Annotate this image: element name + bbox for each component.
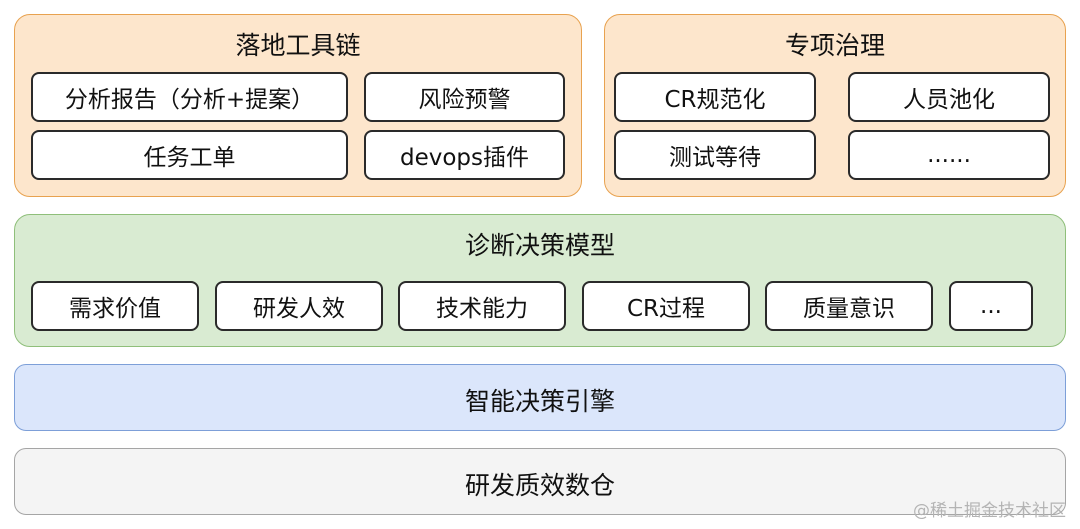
model-item-more: ... [949,281,1033,331]
special-item-test-waiting: 测试等待 [614,130,816,180]
toolchain-panel: 落地工具链 分析报告（分析+提案） 风险预警 任务工单 devops插件 [14,14,582,197]
toolchain-item-task-ticket: 任务工单 [31,130,348,180]
model-item-quality-awareness: 质量意识 [765,281,933,331]
decision-engine-panel: 智能决策引擎 [14,364,1066,431]
toolchain-title: 落地工具链 [235,31,361,60]
model-item-dev-efficiency: 研发人效 [215,281,383,331]
model-item-requirement-value: 需求价值 [31,281,199,331]
toolchain-item-risk-warning: 风险预警 [364,72,565,122]
special-item-cr-standardization: CR规范化 [614,72,816,122]
special-governance-title: 专项治理 [784,31,885,60]
model-item-tech-capability: 技术能力 [398,281,566,331]
diagnosis-model-panel: 诊断决策模型 需求价值 研发人效 技术能力 CR过程 质量意识 ... [14,214,1066,347]
special-governance-panel: 专项治理 CR规范化 人员池化 测试等待 ...... [604,14,1066,197]
decision-engine-title: 智能决策引擎 [464,387,615,416]
toolchain-item-analysis-report: 分析报告（分析+提案） [31,72,348,122]
special-item-staff-pooling: 人员池化 [848,72,1050,122]
toolchain-item-devops-plugin: devops插件 [364,130,565,180]
data-warehouse-title: 研发质效数仓 [464,471,615,500]
diagnosis-model-title: 诊断决策模型 [464,231,615,260]
data-warehouse-panel: 研发质效数仓 [14,448,1066,515]
model-item-cr-process: CR过程 [582,281,750,331]
watermark: @稀土掘金技术社区 [913,501,1066,521]
special-item-more: ...... [848,130,1050,180]
